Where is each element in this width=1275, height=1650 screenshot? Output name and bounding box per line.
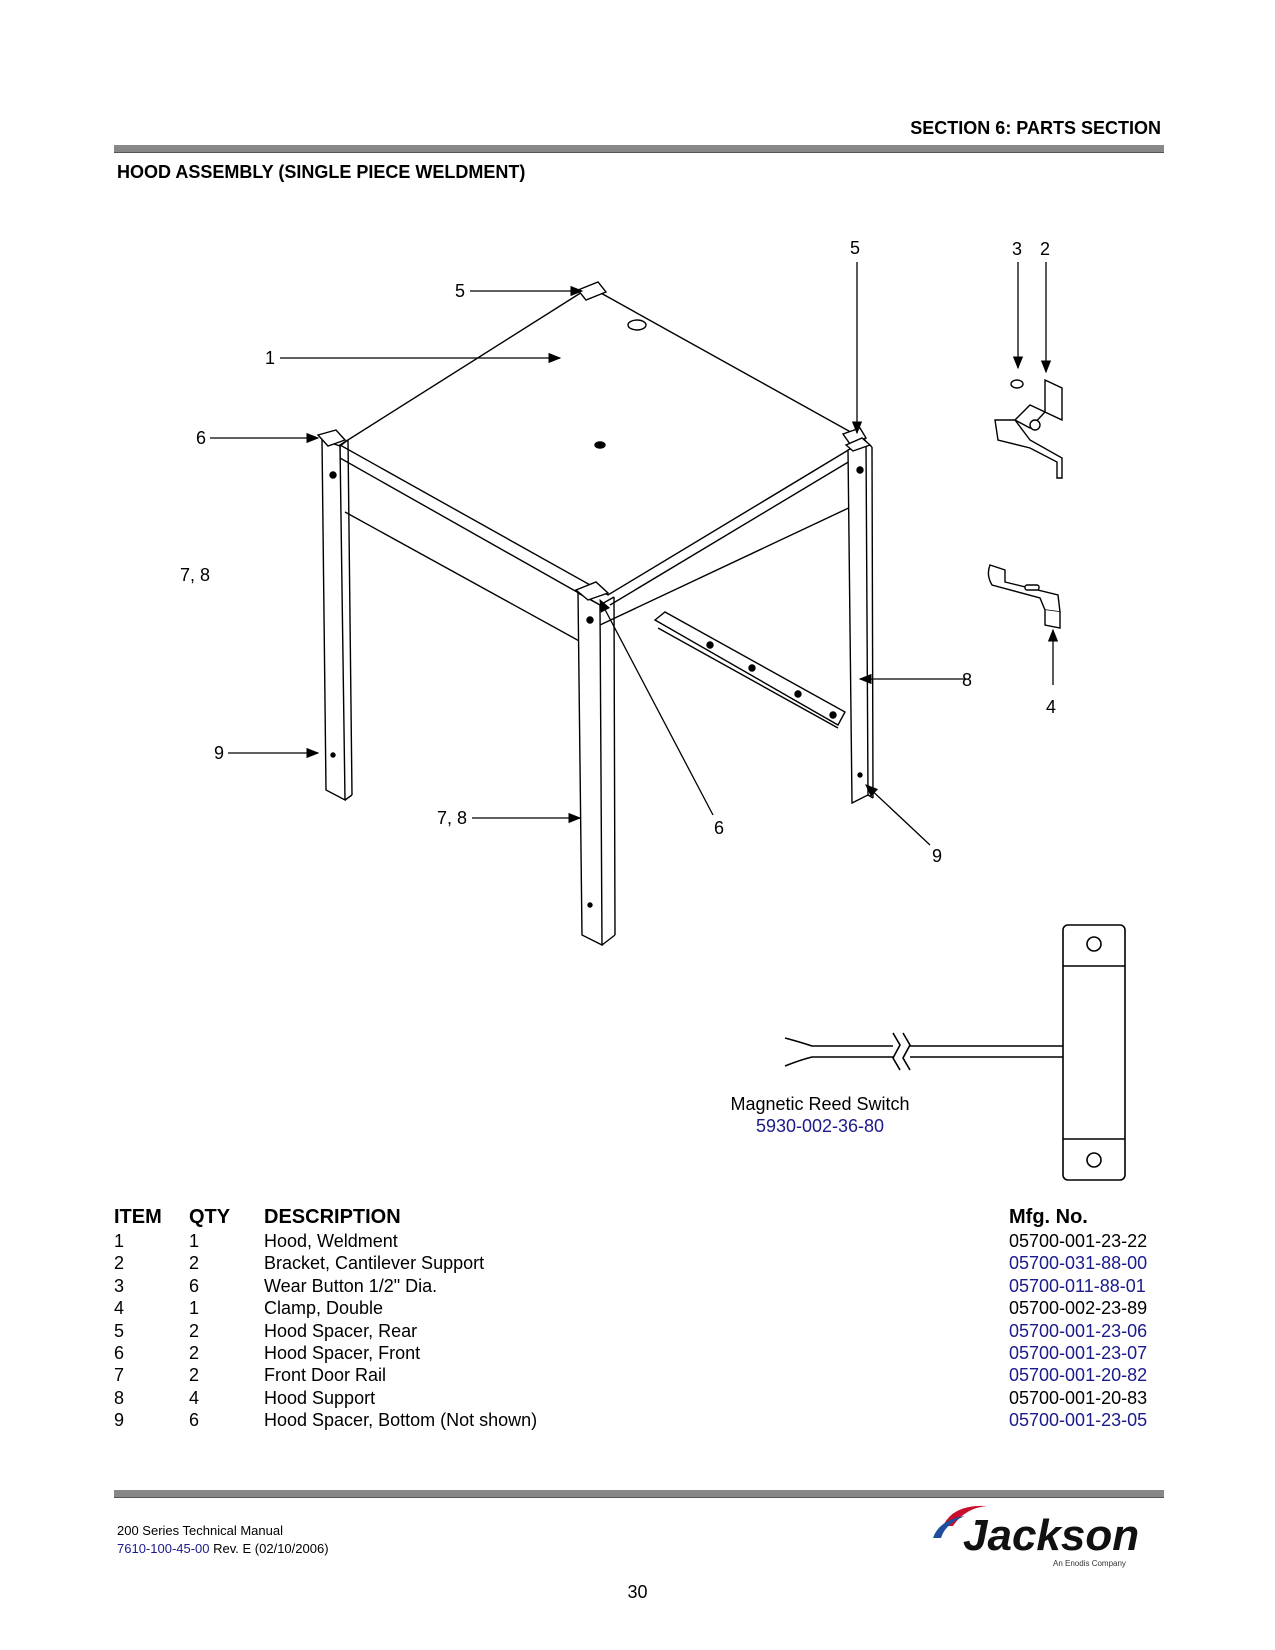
callout-2: 2	[1040, 239, 1050, 259]
col-mfg-no: Mfg. No.	[1009, 1206, 1088, 1228]
cell-item: 4	[114, 1298, 125, 1319]
table-row: 3 6 Wear Button 1/2" Dia. 05700-011-88-01	[114, 1275, 1164, 1297]
cell-qty: 1	[189, 1231, 200, 1251]
parts-table: ITEM QTY DESCRIPTION Mfg. No. 1 1 Hood, We…	[114, 1205, 1164, 1432]
cell-description: Bracket, Cantilever Support	[264, 1253, 485, 1274]
cell-mfg-no[interactable]: 05700-001-23-05	[1009, 1410, 1148, 1431]
cell-item: 7	[114, 1365, 125, 1386]
callout-8: 8	[962, 670, 972, 690]
cantilever-bracket-drawing	[994, 378, 1063, 479]
cell-mfg-no[interactable]: 05700-001-23-07	[1009, 1343, 1148, 1364]
cell-description: Hood Support	[264, 1387, 376, 1408]
callout-9-left: 9	[214, 743, 224, 763]
callout-6-front: 6	[714, 818, 724, 838]
cell-qty: 6	[189, 1275, 200, 1296]
double-clamp-drawing	[987, 564, 1061, 629]
cell-qty: 2	[189, 1320, 200, 1341]
logo-wordmark: Jackson	[963, 1511, 1139, 1560]
callout-5-right: 5	[850, 238, 860, 258]
callout-labels: 5 3 2 5 1 6 7, 8 8 4 9 7, 8 6 9	[180, 238, 1056, 866]
table-row: 1 1 Hood, Weldment 05700-001-23-22	[114, 1230, 1164, 1252]
table-row: 8 4 Hood Support 05700-001-20-83	[114, 1387, 1164, 1409]
table-row: 4 1 Clamp, Double 05700-002-23-89	[114, 1297, 1164, 1319]
cell-item: 1	[114, 1231, 125, 1251]
page-title: HOOD ASSEMBLY (SINGLE PIECE WELDMENT)	[117, 162, 526, 182]
callout-7-8-left: 7, 8	[180, 565, 210, 585]
callout-7-8-front: 7, 8	[437, 808, 467, 828]
cell-qty: 2	[189, 1365, 200, 1386]
table-row: 5 2 Hood Spacer, Rear 05700-001-23-06	[114, 1320, 1164, 1342]
footer-rule	[114, 1490, 1164, 1498]
cell-item: 9	[114, 1410, 125, 1431]
callout-leaders	[210, 262, 1059, 846]
cell-item: 2	[114, 1253, 125, 1274]
reed-switch-part-link[interactable]: 5930-002-36-80	[755, 1116, 885, 1136]
doc-revision: 7610-100-45-00 Rev. E (02/10/2006)	[117, 1541, 329, 1556]
callout-6-left: 6	[196, 428, 206, 448]
cell-item: 8	[114, 1387, 125, 1408]
cell-description: Front Door Rail	[264, 1365, 387, 1386]
header-rule	[114, 145, 1164, 153]
jackson-logo: Jackson An Enodis Company	[933, 1505, 1139, 1568]
hood-drawing	[316, 281, 874, 947]
cell-description: Wear Button 1/2" Dia.	[264, 1275, 438, 1296]
cell-mfg-no: 05700-002-23-89	[1009, 1298, 1148, 1319]
section-header: SECTION 6: PARTS SECTION	[910, 118, 1161, 138]
cell-mfg-no[interactable]: 05700-001-20-82	[1009, 1365, 1148, 1386]
cell-description: Hood Spacer, Bottom (Not shown)	[264, 1410, 538, 1431]
cell-description: Clamp, Double	[264, 1298, 384, 1319]
callout-5-left: 5	[455, 281, 465, 301]
col-item: ITEM	[114, 1206, 162, 1228]
cell-item: 5	[114, 1320, 125, 1341]
cell-qty: 2	[189, 1253, 200, 1274]
logo-tagline: An Enodis Company	[1053, 1559, 1126, 1568]
cell-mfg-no[interactable]: 05700-011-88-01	[1009, 1275, 1146, 1296]
page-number: 30	[627, 1582, 648, 1602]
cell-description: Hood Spacer, Rear	[264, 1320, 418, 1341]
cell-mfg-no: 05700-001-20-83	[1009, 1387, 1148, 1408]
cell-description: Hood Spacer, Front	[264, 1343, 421, 1364]
table-row: 7 2 Front Door Rail 05700-001-20-82	[114, 1364, 1164, 1386]
table-row: 2 2 Bracket, Cantilever Support 05700-031-8…	[114, 1252, 1164, 1274]
logo-swoosh-blue	[933, 1516, 965, 1538]
cell-item: 6	[114, 1343, 125, 1364]
callout-1: 1	[265, 348, 275, 368]
cell-description: Hood, Weldment	[264, 1231, 398, 1251]
table-row: 9 6 Hood Spacer, Bottom (Not shown) 05700-0…	[114, 1409, 1164, 1431]
reed-switch-label: Magnetic Reed Switch 5930-002-36-80	[705, 1093, 935, 1137]
cell-item: 3	[114, 1275, 125, 1296]
cell-mfg-no: 05700-001-23-22	[1009, 1231, 1148, 1251]
revision-text: Rev. E (02/10/2006)	[209, 1541, 329, 1556]
cell-qty: 2	[189, 1343, 200, 1364]
manual-title: 200 Series Technical Manual	[117, 1523, 283, 1538]
callout-3: 3	[1012, 239, 1022, 259]
reed-switch-name: Magnetic Reed Switch	[730, 1094, 910, 1114]
hood-assembly-diagram: 5 3 2 5 1 6 7, 8 8 4 9 7, 8 6 9	[180, 238, 1126, 1181]
col-qty: QTY	[189, 1206, 231, 1228]
parts-table-header: ITEM QTY DESCRIPTION Mfg. No.	[114, 1205, 1164, 1230]
doc-number-link[interactable]: 7610-100-45-00	[117, 1541, 210, 1556]
cell-mfg-no[interactable]: 05700-001-23-06	[1009, 1320, 1148, 1341]
cell-qty: 6	[189, 1410, 200, 1431]
col-description: DESCRIPTION	[264, 1206, 401, 1228]
cell-qty: 4	[189, 1387, 200, 1408]
cell-mfg-no[interactable]: 05700-031-88-00	[1009, 1253, 1148, 1274]
callout-9-right: 9	[932, 846, 942, 866]
callout-4: 4	[1046, 697, 1056, 717]
cell-qty: 1	[189, 1298, 200, 1319]
table-row: 6 2 Hood Spacer, Front 05700-001-23-07	[114, 1342, 1164, 1364]
reed-switch-drawing	[784, 924, 1126, 1181]
